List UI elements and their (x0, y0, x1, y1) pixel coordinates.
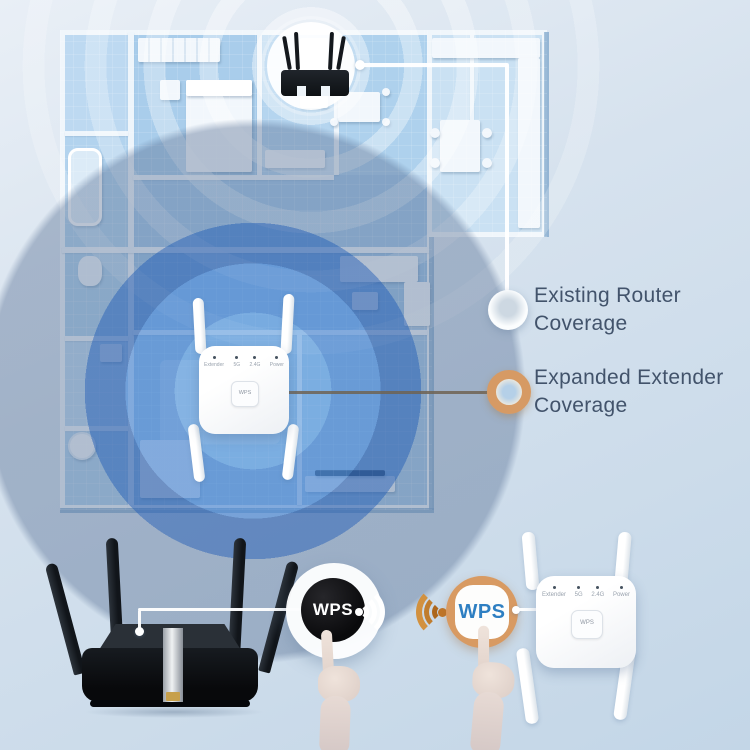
router-antenna-icon (294, 31, 300, 71)
legend-router-line2: Coverage (534, 312, 628, 335)
wps-button: WPS (571, 610, 603, 639)
led-dot-icon (212, 356, 216, 359)
connector-dot (135, 627, 144, 636)
legend-extender-line2: Coverage (534, 394, 628, 417)
forearm (318, 695, 352, 750)
led-indicator: 2.4G (249, 356, 261, 368)
router-brand-label (166, 692, 180, 701)
led-dot-icon (235, 356, 239, 359)
floor-shadow (84, 706, 264, 718)
led-label: 5G (574, 592, 583, 598)
pointing-hand-right (449, 622, 526, 750)
connector-line (289, 391, 487, 394)
legend-router: Existing Router Coverage (534, 282, 681, 338)
led-label: 5G (233, 362, 241, 368)
led-dot-icon (253, 356, 257, 359)
led-indicator-row: Extender 5G 2.4G Power (542, 586, 630, 598)
led-dot-icon (577, 586, 581, 589)
led-indicator: 5G (233, 356, 240, 368)
led-label: Power (269, 362, 284, 368)
router-silver-stripe (163, 628, 183, 702)
led-label: Power (612, 592, 630, 598)
led-indicator: Extender (204, 356, 224, 368)
led-dot-icon (275, 356, 279, 359)
top-router (275, 30, 355, 100)
extender-coverage-marker (487, 370, 531, 414)
legend-extender: Expanded Extender Coverage (534, 364, 724, 420)
pointing-hand-left (298, 628, 368, 750)
router-base (90, 700, 250, 707)
led-label: 2.4G (249, 362, 261, 368)
wifi-arc (333, 586, 385, 638)
led-label: 2.4G (591, 592, 605, 598)
wall (470, 35, 474, 135)
forearm (469, 690, 505, 750)
legend-extender-line1: Expanded Extender (534, 366, 724, 389)
connector-line (505, 63, 509, 291)
router-port (321, 86, 330, 96)
furniture-pillow (186, 80, 252, 96)
led-indicator: Power (613, 586, 630, 598)
router-port (297, 86, 306, 96)
wifi-arc (416, 586, 468, 638)
led-label: Extender (542, 592, 567, 598)
router-coverage-marker (488, 290, 528, 330)
led-indicator: 5G (575, 586, 583, 598)
led-dot-icon (552, 586, 556, 589)
connector-line (360, 63, 508, 67)
connector-line (138, 610, 141, 630)
led-indicator: 2.4G (591, 586, 604, 598)
led-indicator: Extender (542, 586, 566, 598)
router-antenna-icon (328, 31, 334, 71)
wps-button: WPS (231, 381, 259, 407)
led-indicator: Power (270, 356, 284, 368)
connector-line (138, 608, 300, 611)
router-body (281, 70, 349, 96)
furniture-wardrobe (138, 38, 220, 62)
furniture-nightstand (160, 80, 180, 100)
led-dot-icon (619, 586, 623, 589)
led-label: Extender (204, 362, 225, 368)
router-antenna-icon (336, 35, 346, 71)
furniture-counter (432, 38, 540, 58)
router-antenna-icon (282, 35, 292, 71)
legend-router-line1: Existing Router (534, 284, 681, 307)
led-indicator-row: Extender 5G 2.4G Power (204, 356, 284, 368)
wall-shadow (544, 32, 549, 237)
furniture-stool (382, 88, 390, 96)
led-dot-icon (596, 586, 600, 589)
